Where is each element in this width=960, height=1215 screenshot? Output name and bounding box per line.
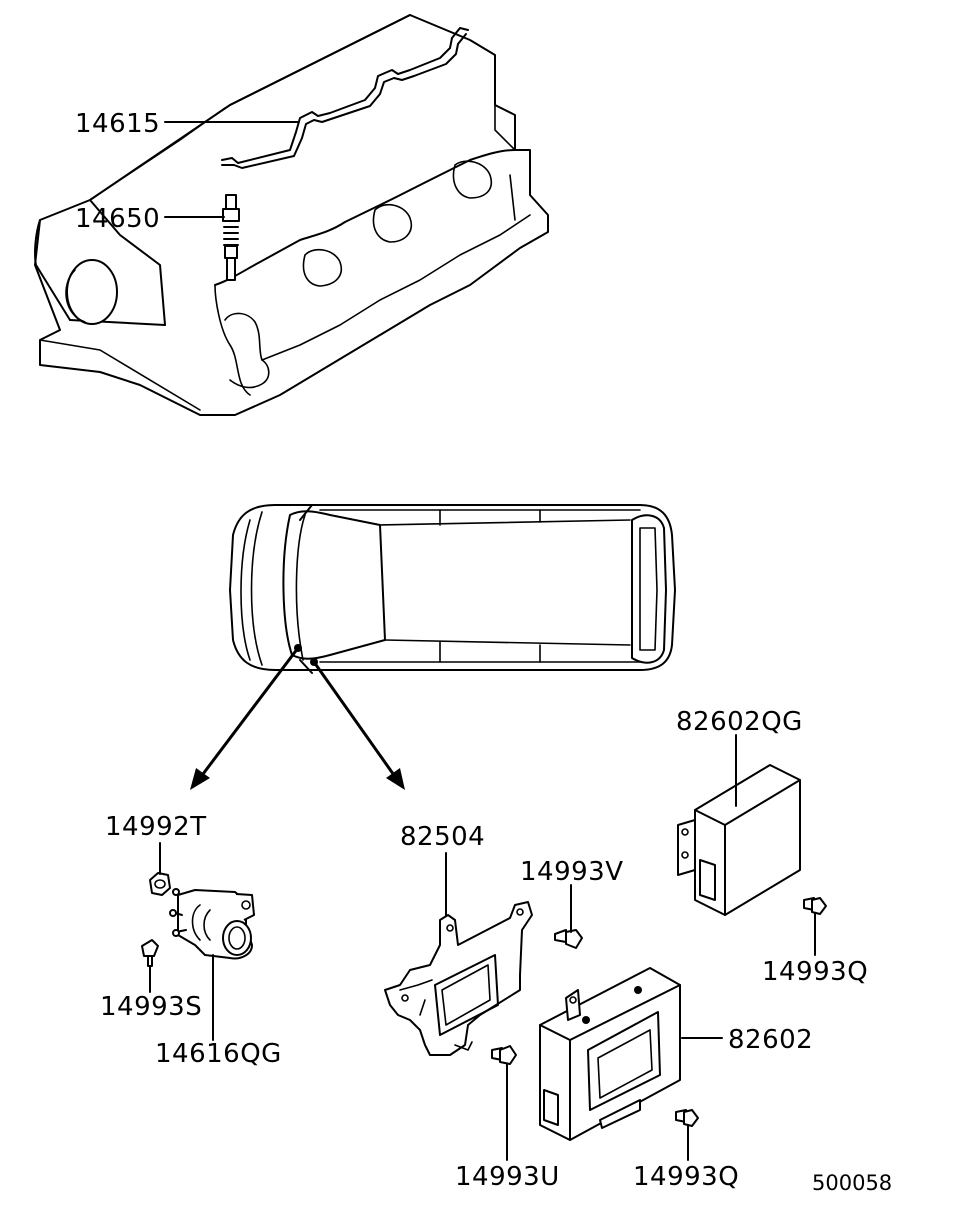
label-14993V: 14993V [520,857,624,887]
bolt-14993V [554,929,583,949]
label-14993Q-lower: 14993Q [633,1162,739,1192]
bolt-14993U [491,1045,517,1065]
bolt-14993Q-lower [675,1109,699,1127]
diagram-reference-number: 500058 [812,1171,892,1195]
gasket-14615 [221,27,469,169]
bolt-14993S [141,939,159,967]
solenoid-14616QG [169,888,255,960]
glow-plug-14650 [222,194,240,281]
label-14650: 14650 [75,204,160,234]
label-14993U: 14993U [455,1162,560,1192]
nut-14992T [149,872,171,896]
bolt-14993Q-upper [803,897,827,915]
label-14993S: 14993S [100,992,202,1022]
control-unit-82602QG [677,764,801,916]
label-82602QG: 82602QG [676,707,803,737]
label-14616QG: 14616QG [155,1039,282,1069]
arrow-left-shaft [198,647,300,779]
label-82504: 82504 [400,822,485,852]
label-14992T: 14992T [105,812,207,842]
label-14615: 14615 [75,109,160,139]
engine-cylinder-head [34,14,549,416]
label-14993Q-upper: 14993Q [762,957,868,987]
label-82602: 82602 [728,1025,813,1055]
vehicle-top-view [229,504,676,674]
control-unit-82602 [539,967,681,1141]
arrow-right-shaft [312,661,398,779]
end-plug [66,259,118,325]
arrow-left-head [190,768,210,790]
arrow-right-head [386,768,405,790]
leader-lines [149,121,816,1161]
bracket-82504 [384,901,533,1056]
